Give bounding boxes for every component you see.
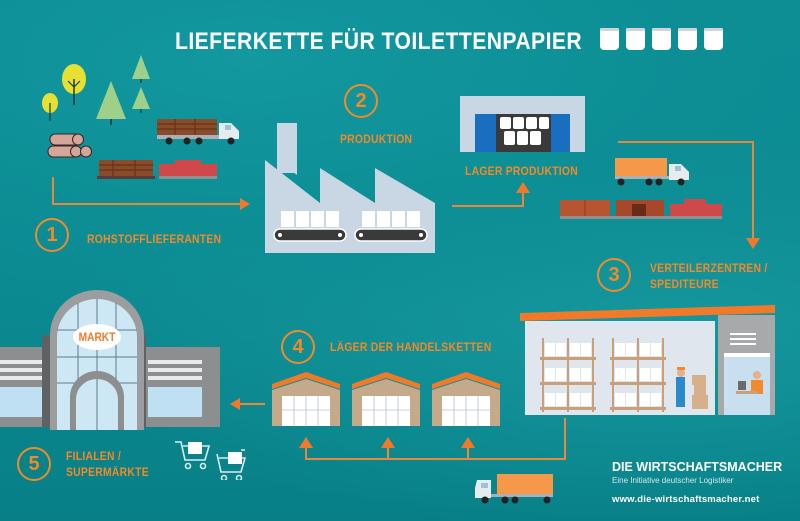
logs-icon — [47, 133, 92, 158]
step-3-label-line1: VERTEILERZENTREN / — [650, 263, 768, 275]
factory-icon — [265, 123, 435, 253]
distribution-center-icon — [520, 305, 775, 415]
markt-sign: MARKT — [78, 330, 116, 344]
brand-url-link[interactable]: www.die-wirtschaftsmacher.net — [612, 494, 760, 505]
log-train-icon — [97, 160, 217, 179]
step-1-label: ROHSTOFFLIEFERANTEN — [87, 234, 222, 246]
shopping-carts-icon — [175, 441, 247, 480]
arrow-up-icon — [461, 437, 475, 448]
cargo-truck-icon — [615, 158, 689, 186]
toilet-roll-icon — [626, 28, 645, 50]
toilet-roll-icon — [652, 28, 671, 50]
flow-line — [305, 446, 307, 460]
toilet-roll-icons — [600, 28, 723, 50]
shed — [272, 372, 340, 426]
log-truck-icon — [157, 119, 239, 145]
flow-line — [522, 190, 524, 207]
forest-icon — [42, 55, 150, 125]
flow-line — [240, 403, 265, 405]
step-5-label-line2: SUPERMÄRKTE — [66, 467, 149, 479]
flow-line — [752, 141, 754, 241]
freight-train-icon — [560, 199, 722, 219]
supermarket-icon — [0, 290, 220, 430]
toilet-roll-icon — [704, 28, 723, 50]
arrow-down-icon — [746, 238, 760, 249]
toilet-roll-icon — [600, 28, 619, 50]
step-5-number: 5 — [17, 447, 51, 481]
flow-line — [452, 205, 524, 207]
flow-line — [618, 141, 753, 143]
flow-line — [467, 446, 469, 460]
step-3-number: 3 — [597, 258, 631, 292]
step-5-label-line1: FILIALEN / — [66, 451, 122, 463]
step-1-number: 1 — [35, 218, 69, 252]
arrow-up-icon — [516, 182, 530, 193]
flow-line — [52, 203, 242, 205]
retail-warehouses-icon — [272, 372, 500, 426]
brand-name: DIE WIRTSCHAFTSMACHER — [612, 460, 783, 474]
lager-produktion-label: LAGER PRODUKTION — [465, 166, 579, 178]
arrow-left-icon — [230, 398, 240, 410]
step-2-number: 2 — [344, 84, 378, 118]
arrow-up-icon — [299, 437, 313, 448]
arrow-right-icon — [240, 198, 250, 210]
flow-line — [305, 458, 566, 460]
step-2-label: PRODUKTION — [340, 134, 413, 146]
flow-line — [387, 446, 389, 460]
page-title: LIEFERKETTE FÜR TOILETTENPAPIER — [175, 28, 583, 55]
flow-line — [564, 418, 566, 460]
step-3-label-line2: SPEDITEURE — [650, 279, 719, 291]
step-4-number: 4 — [281, 330, 315, 364]
step-4-label: LÄGER DER HANDELSKETTEN — [330, 342, 492, 354]
arrow-up-icon — [381, 437, 395, 448]
brand-subtitle: Eine Initiative deutscher Logistiker — [612, 476, 734, 485]
delivery-truck-icon — [475, 474, 553, 504]
production-warehouse-icon — [460, 96, 585, 152]
toilet-roll-icon — [678, 28, 697, 50]
flow-line — [52, 177, 54, 205]
